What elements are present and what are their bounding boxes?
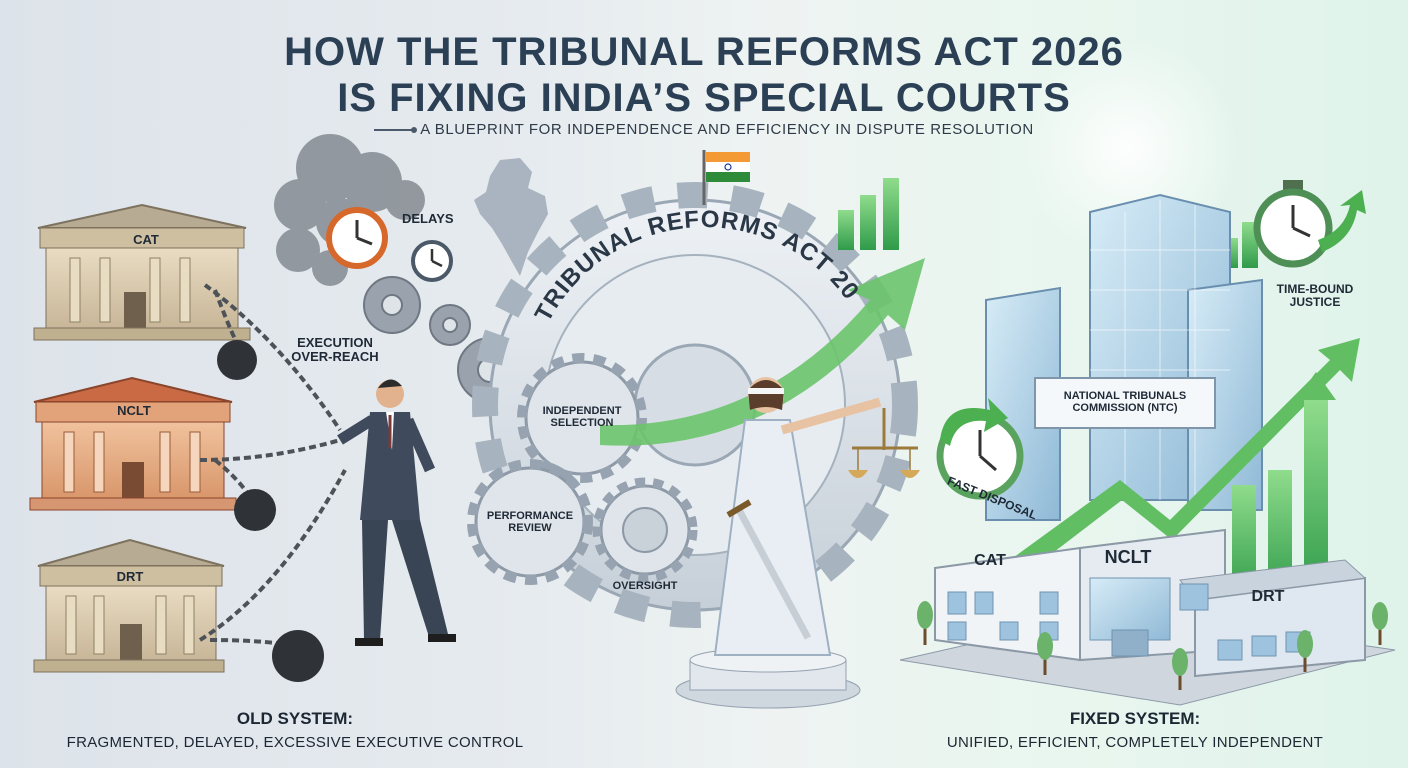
india-flag — [702, 150, 750, 205]
official-figure — [337, 379, 456, 646]
trend-line-arrow — [1010, 338, 1360, 578]
new-building-label-nclt: NCLT — [1104, 547, 1152, 567]
old-building-label-drt: DRT — [116, 569, 144, 584]
old-system-description: FRAGMENTED, DELAYED, EXCESSIVE EXECUTIVE… — [66, 734, 524, 751]
subtitle: A BLUEPRINT FOR INDEPENDENCE AND EFFICIE… — [0, 121, 1408, 138]
delays-label: DELAYS — [402, 211, 454, 226]
gear-label-independent-selection: INDEPENDENT SELECTION — [542, 405, 622, 430]
new-building-label-drt: DRT — [1251, 588, 1285, 605]
old-building-label-cat: CAT — [133, 232, 159, 247]
lady-justice — [675, 377, 920, 709]
gear-label-oversight: OVERSIGHT — [612, 580, 678, 592]
ntc-sign-label: NATIONAL TRIBUNALS COMMISSION (NTC) — [1063, 390, 1187, 415]
title-line-1: HOW THE TRIBUNAL REFORMS ACT 2026 — [284, 30, 1124, 74]
stopwatch-arrow — [1318, 190, 1366, 252]
new-building-label-cat: CAT — [974, 552, 1006, 569]
growth-bars-small — [838, 178, 899, 250]
old-system-title: OLD SYSTEM: — [236, 709, 354, 728]
title-line-2: IS FIXING INDIA’S SPECIAL COURTS — [337, 76, 1071, 120]
stopwatch-icon — [1253, 180, 1333, 268]
gear-oversight — [592, 477, 698, 583]
subtitle-rule — [374, 127, 418, 134]
building-drt-old — [33, 538, 225, 673]
ball-weights — [217, 340, 324, 682]
trees — [917, 601, 1388, 690]
new-system-title: FIXED SYSTEM: — [1069, 709, 1201, 728]
gear-independent-selection — [517, 353, 647, 483]
smoke — [274, 134, 425, 286]
fast-disposal-arrow — [940, 398, 1008, 446]
building-cat-old — [33, 203, 251, 341]
time-bound-label: TIME-BOUND JUSTICE — [1276, 282, 1354, 310]
overreach-label: EXECUTION OVER-REACH — [291, 335, 379, 365]
gear-label-performance-review: PERFORMANCE REVIEW — [486, 510, 574, 535]
gear-performance-review — [467, 459, 593, 585]
unified-tribunal-complex — [899, 528, 1396, 706]
clock-icon-small — [411, 240, 453, 282]
subtitle-text: A BLUEPRINT FOR INDEPENDENCE AND EFFICIE… — [420, 121, 1034, 138]
new-system-description: UNIFIED, EFFICIENT, COMPLETELY INDEPENDE… — [946, 734, 1324, 751]
building-nclt-old — [29, 376, 237, 511]
india-map — [474, 158, 548, 276]
clock-icon-large — [326, 207, 388, 269]
old-building-label-nclt: NCLT — [117, 403, 151, 418]
ntc-towers — [985, 193, 1263, 521]
